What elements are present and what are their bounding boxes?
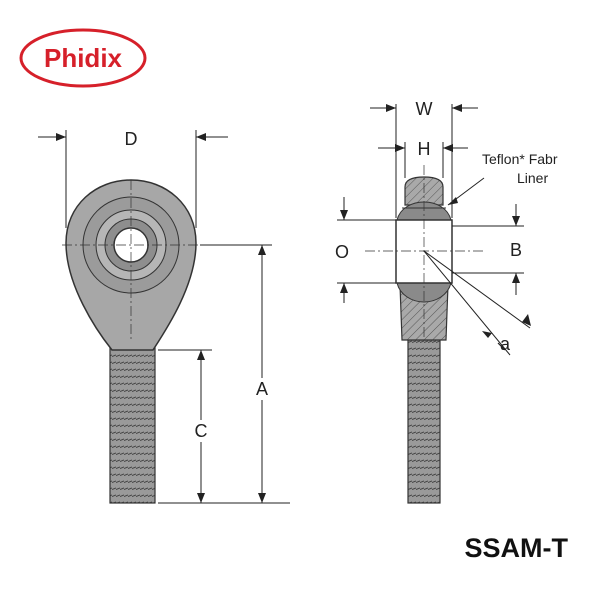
label-H: H	[418, 139, 431, 159]
liner-label-line2: Liner	[517, 170, 548, 186]
dim-A: A	[158, 244, 290, 504]
label-D: D	[125, 129, 138, 149]
label-C: C	[195, 421, 208, 441]
dim-W: W	[370, 99, 478, 218]
dim-a: a	[423, 250, 531, 356]
front-view	[62, 179, 205, 504]
dim-O: O	[335, 197, 396, 303]
label-B: B	[510, 240, 522, 260]
side-shank	[407, 339, 441, 504]
liner-callout: Teflon* Fabr Liner	[447, 151, 558, 206]
dim-B: B	[452, 204, 524, 295]
side-view	[365, 165, 486, 504]
dim-C: C	[158, 349, 212, 503]
label-W: W	[416, 99, 433, 119]
brand-logo: Phidix	[19, 28, 147, 88]
label-a: a	[500, 334, 511, 354]
liner-label-line1: Teflon* Fabr	[482, 151, 558, 167]
model-label: SSAM-T	[465, 533, 569, 563]
front-shank	[109, 339, 156, 504]
brand-name: Phidix	[44, 43, 123, 73]
dim-D: D	[38, 129, 228, 228]
logo-oval	[19, 28, 147, 88]
dim-H: H	[378, 139, 468, 178]
label-O: O	[335, 242, 349, 262]
label-A: A	[256, 379, 268, 399]
